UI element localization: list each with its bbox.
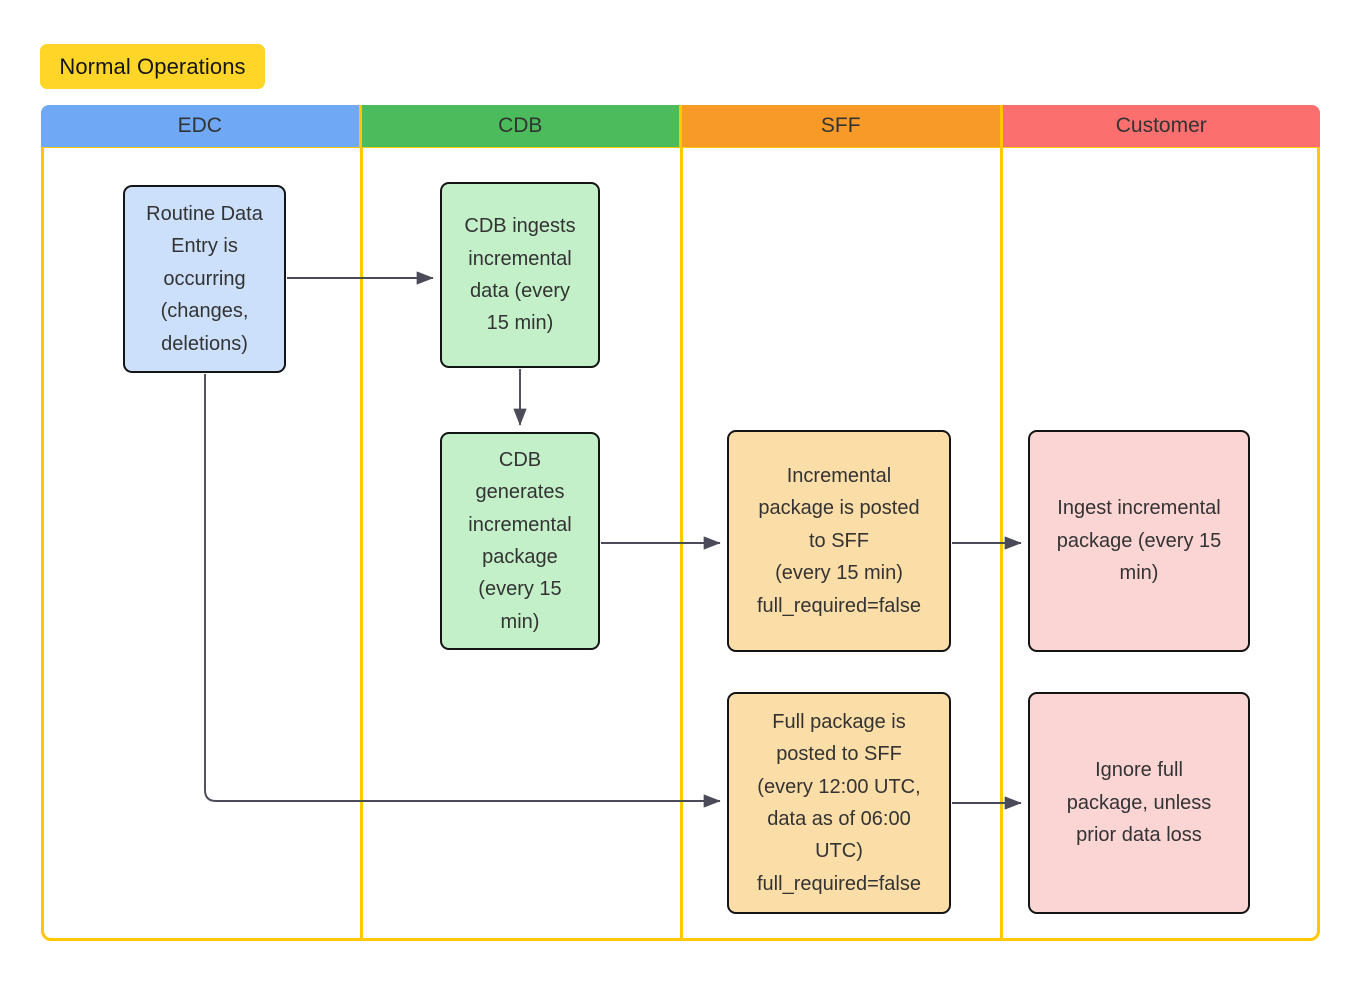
- lane-header-customer: Customer: [1002, 105, 1320, 147]
- diagram-title-pill: Normal Operations: [40, 44, 265, 89]
- lane-header-sff: SFF: [682, 105, 1003, 147]
- node-ingest-incremental[interactable]: Ingest incremental package (every 15 min…: [1028, 430, 1250, 652]
- lane-separator-1: [360, 105, 363, 941]
- lane-header-cdb: CDB: [361, 105, 682, 147]
- node-ignore-full[interactable]: Ignore full package, unless prior data l…: [1028, 692, 1250, 914]
- lane-header-sff-label: SFF: [820, 114, 861, 137]
- node-routine-data-entry[interactable]: Routine Data Entry is occurring (changes…: [123, 185, 286, 373]
- lane-separator-3: [1000, 105, 1003, 941]
- lane-separator-2: [680, 105, 683, 941]
- lane-header-cdb-label: CDB: [498, 114, 543, 137]
- node-full-posted[interactable]: Full package is posted to SFF (every 12:…: [727, 692, 951, 914]
- node-cdb-ingests[interactable]: CDB ingests incremental data (every 15 m…: [440, 182, 600, 368]
- node-incremental-posted[interactable]: Incremental package is posted to SFF (ev…: [727, 430, 951, 652]
- node-cdb-generates[interactable]: CDB generates incremental package (every…: [440, 432, 600, 650]
- lane-header-customer-label: Customer: [1115, 114, 1207, 137]
- lane-header-edc: EDC: [41, 105, 362, 147]
- diagram-title-text: Normal Operations: [59, 53, 246, 79]
- lane-header-edc-label: EDC: [177, 114, 222, 137]
- swimlane-header-row: EDC CDB SFF Customer: [41, 105, 1320, 147]
